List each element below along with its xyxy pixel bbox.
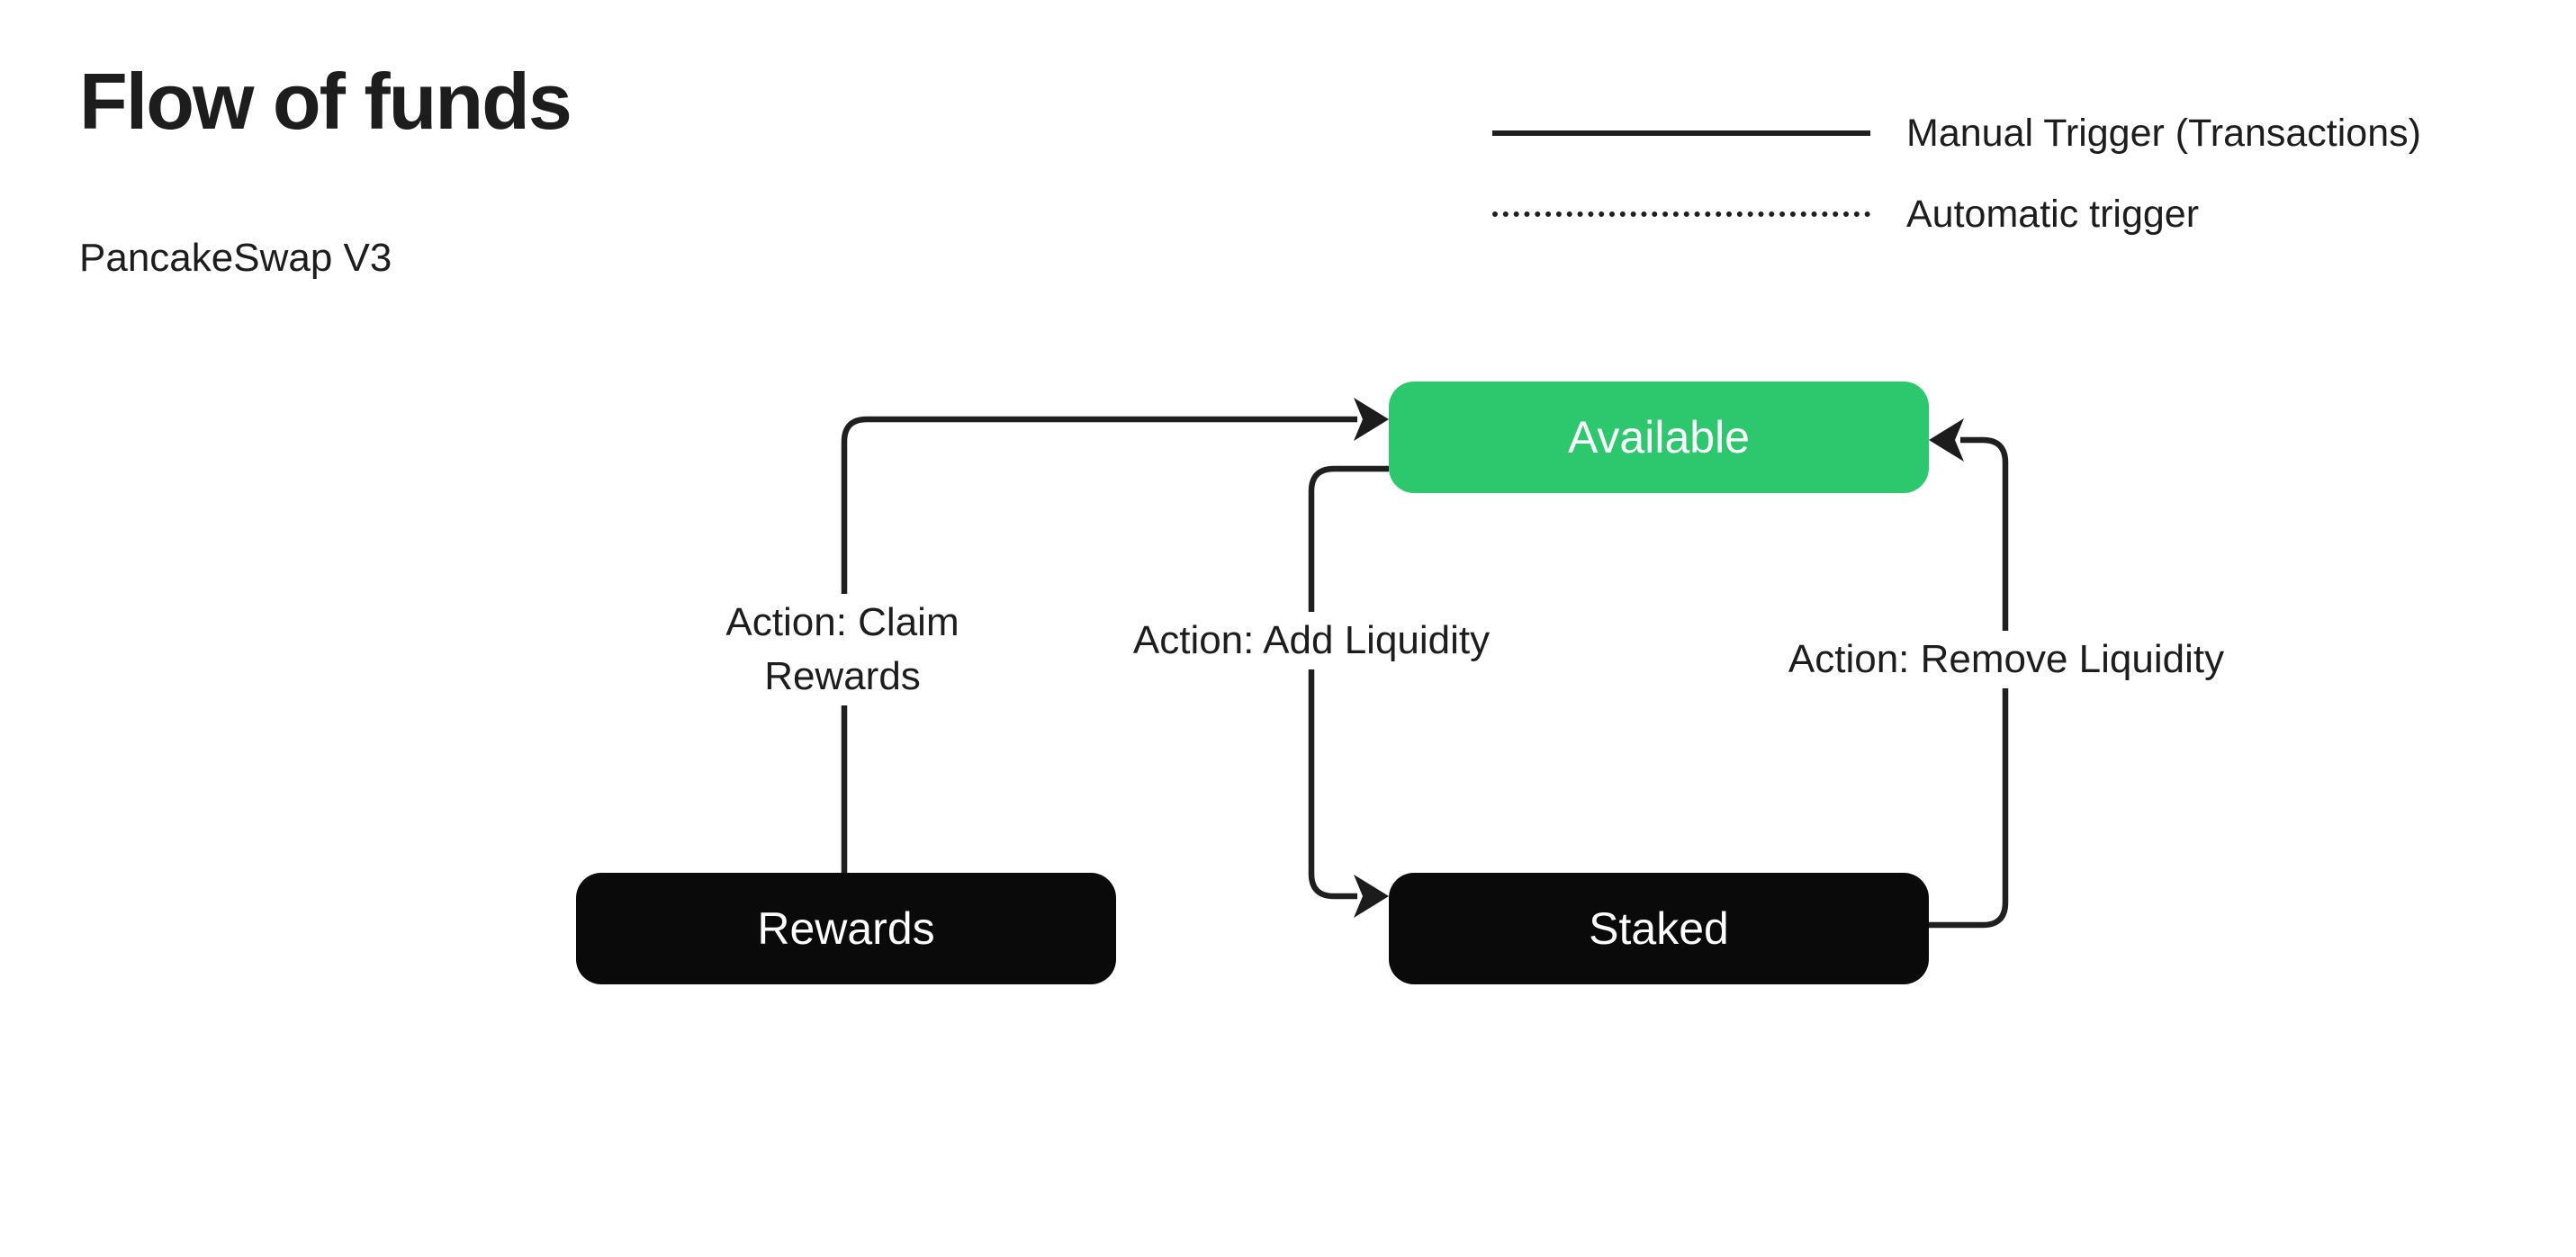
- node-rewards[interactable]: Rewards: [576, 873, 1116, 984]
- legend: Manual Trigger (Transactions) Automatic …: [1492, 104, 2421, 243]
- node-label: Rewards: [757, 903, 935, 954]
- arrowhead-right-icon: [1354, 875, 1389, 918]
- arrowhead-left-icon: [1929, 418, 1964, 462]
- legend-item-automatic-trigger: Automatic trigger: [1492, 185, 2421, 243]
- edge-add-liquidity[interactable]: [1308, 465, 1389, 918]
- edge-label-add-liquidity: Action: Add Liquidity: [1120, 612, 1503, 669]
- legend-label: Automatic trigger: [1906, 192, 2200, 236]
- node-staked[interactable]: Staked: [1389, 873, 1929, 984]
- node-label: Available: [1567, 412, 1750, 462]
- solid-line-swatch: [1492, 130, 1870, 136]
- dotted-line-swatch: [1492, 211, 1870, 217]
- legend-label: Manual Trigger (Transactions): [1906, 111, 2421, 155]
- legend-item-manual-trigger: Manual Trigger (Transactions): [1492, 104, 2421, 162]
- node-label: Staked: [1589, 903, 1729, 954]
- edge-label-claim-rewards: Action: Claim Rewards: [713, 594, 972, 705]
- edge-label-line: Rewards: [764, 654, 921, 698]
- page-subtitle: PancakeSwap V3: [79, 236, 392, 280]
- edge-claim-rewards[interactable]: [841, 398, 1389, 873]
- node-available[interactable]: Available: [1389, 382, 1929, 493]
- edge-label-remove-liquidity: Action: Remove Liquidity: [1775, 631, 2238, 688]
- page-title: Flow of funds: [79, 57, 572, 146]
- arrowhead-right-icon: [1354, 398, 1389, 441]
- edge-label-line: Action: Claim: [725, 600, 959, 644]
